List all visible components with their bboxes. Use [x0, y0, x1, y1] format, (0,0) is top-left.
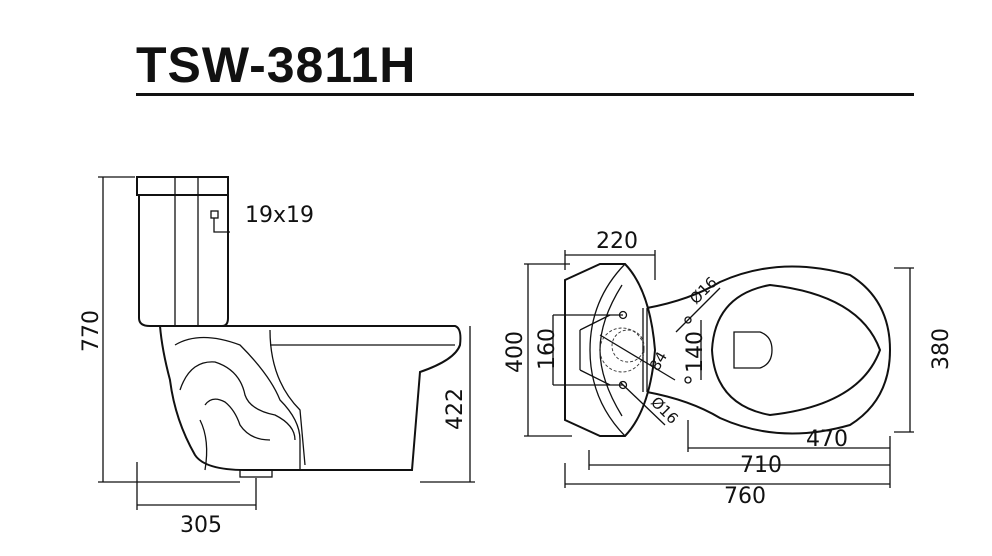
dim-710: 710: [740, 453, 782, 478]
height-422: 422: [443, 388, 468, 430]
dim-400: 400: [503, 331, 528, 373]
dim-470: 470: [806, 427, 848, 452]
drain: [733, 331, 773, 369]
dim-160: 160: [535, 328, 560, 370]
bowl-inner: [710, 283, 882, 417]
hole-top-dia: Ø16: [686, 273, 721, 308]
side-view: 19x19 770 422 305: [79, 176, 475, 538]
dim-760: 760: [724, 484, 766, 509]
hole-label: 19x19: [245, 203, 314, 228]
tank-lid: [136, 176, 229, 196]
tank-body: [138, 195, 229, 327]
dim-380: 380: [929, 328, 954, 370]
height-770: 770: [79, 310, 104, 352]
outlet-dia: 84: [646, 348, 671, 374]
tank-top: [564, 263, 657, 437]
top-view: Ø16 84 Ø16 220 400 160 140 380 470 710 7…: [503, 229, 954, 509]
outlet: [239, 469, 273, 478]
bowl-body: [158, 325, 462, 471]
title-underline: [136, 93, 914, 96]
dim-140: 140: [683, 331, 708, 373]
hole-square: [210, 210, 219, 219]
bowl-rim: [646, 265, 892, 435]
dim-220: 220: [596, 229, 638, 254]
rough-in-305: 305: [180, 513, 222, 538]
model-title: TSW-3811H: [136, 37, 417, 93]
